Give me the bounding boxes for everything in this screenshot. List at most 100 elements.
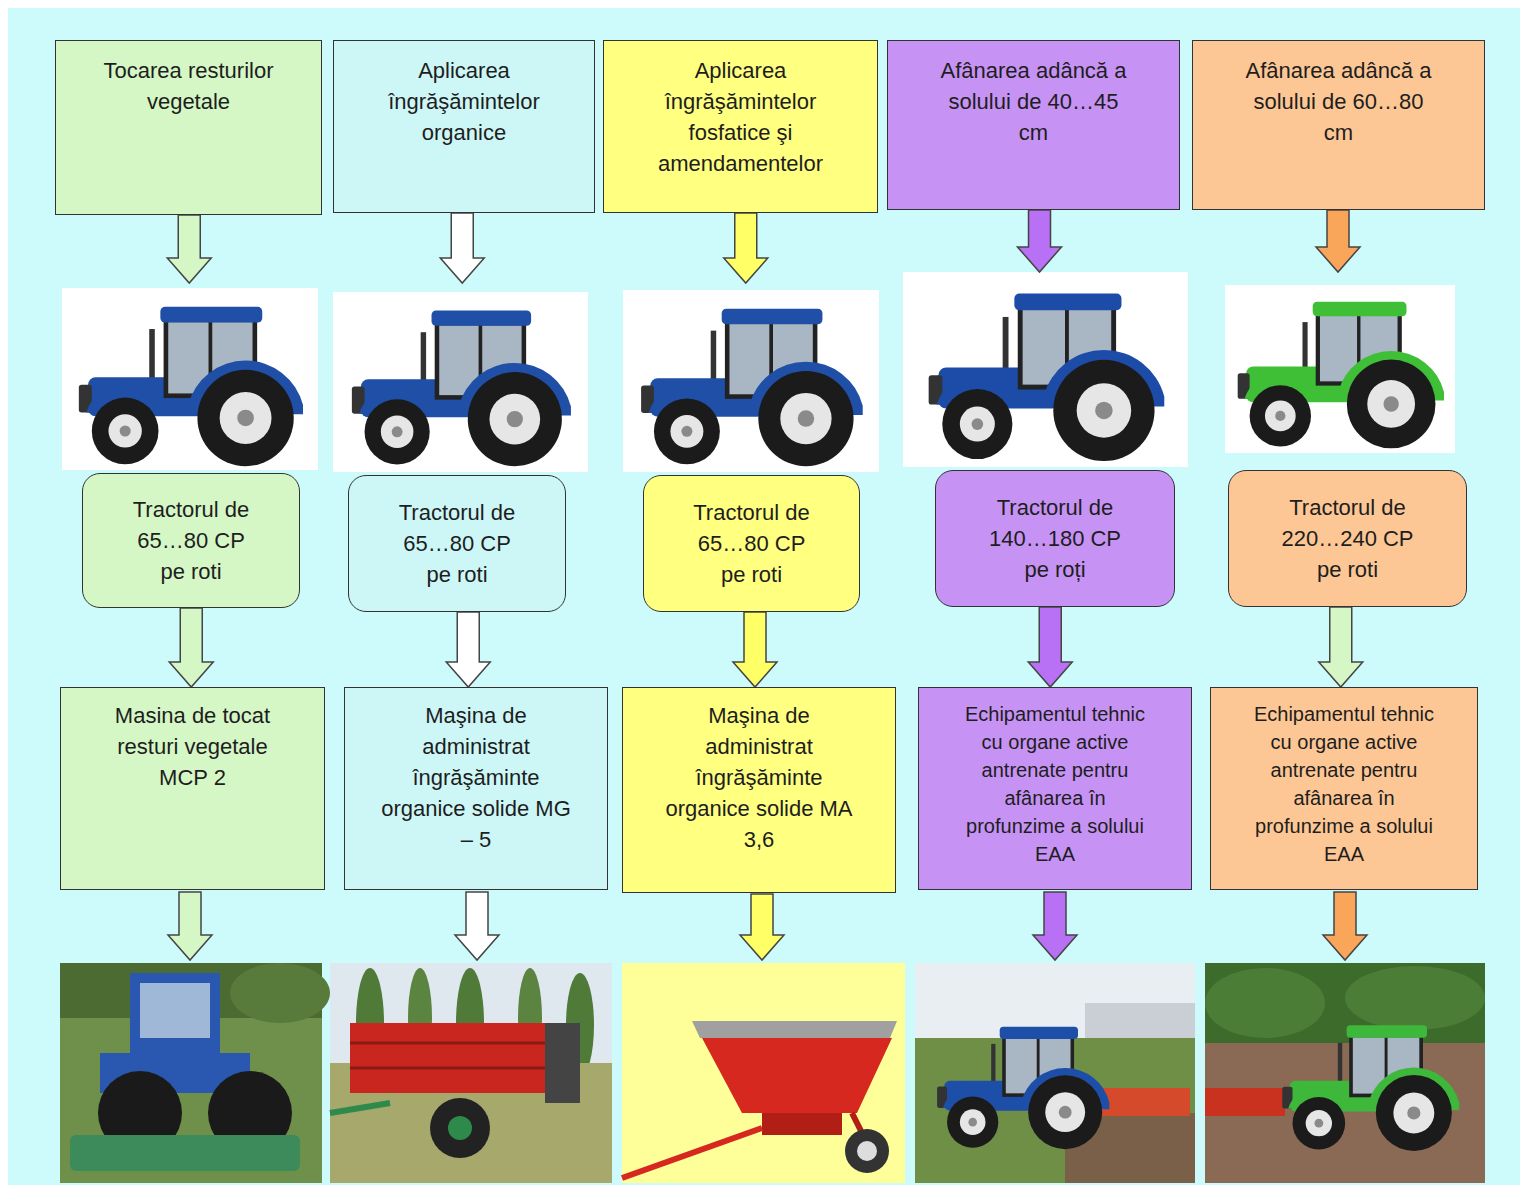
tractor-picture-part (333, 292, 588, 472)
operation-box: Aplicarea îngrăşămintelor organice (333, 40, 595, 213)
manure-spreader-photo-part (330, 963, 612, 1183)
machine-box: Echipamentul tehnic cu organe active ant… (918, 687, 1192, 890)
block-arrow (168, 892, 212, 960)
deep-loosening-photo-part (915, 963, 1195, 1183)
tractor-box: Tractorul de 140…180 CP pe roți (903, 272, 1188, 607)
block-arrow (1018, 210, 1062, 272)
tractor-picture-part (929, 294, 1165, 461)
manure-spreader-photo-part (448, 1116, 472, 1140)
block-arrow (455, 892, 499, 960)
operation-box: Aplicarea îngrăşămintelor fosfatice şi a… (603, 40, 878, 213)
machine-box: Echipamentul tehnic cu organe active ant… (1210, 687, 1478, 890)
deep-loosening-photo-part (1205, 963, 1485, 1043)
machine-box: Maşina de administrat îngrăşăminte organ… (344, 687, 608, 890)
mulcher-photo (60, 963, 330, 1183)
manure-spreader-photo-part (545, 1023, 580, 1103)
fertilizer-spreader-photo (622, 963, 905, 1183)
block-arrow (169, 608, 213, 687)
manure-spreader-photo-part (350, 1042, 550, 1045)
block-arrow (740, 894, 784, 960)
fertilizer-spreader-photo-part (702, 1038, 892, 1113)
tractor-picture (62, 288, 318, 470)
box-label: Tocarea resturilor vegetale (81, 55, 296, 117)
tractor-label-box: Tractorul de 220…240 CP pe roti (1228, 470, 1467, 607)
tractor-label-box: Tractorul de 65…80 CP pe roti (348, 475, 566, 612)
tractor-picture-part (623, 290, 879, 472)
tractor-label-box: Tractorul de 65…80 CP pe roti (643, 475, 860, 612)
deep-loosening-photo-part (1205, 963, 1485, 1183)
fertilizer-spreader-photo-part (857, 1141, 877, 1161)
box-label: Tractorul de 140…180 CP pe roți (987, 492, 1123, 585)
fertilizer-spreader-photo-part (622, 1128, 762, 1178)
box-label: Tractorul de 65…80 CP pe roti (389, 497, 525, 590)
box-label: Maşina de administrat îngrăşăminte organ… (381, 700, 571, 855)
block-arrow (724, 213, 768, 283)
tractor-picture-part (352, 310, 571, 466)
fertilizer-spreader-photo-part (622, 963, 905, 1183)
box-label: Maşina de administrat îngrăşăminte organ… (664, 700, 854, 855)
deep-loosening-photo-part (1085, 1003, 1195, 1038)
manure-spreader-photo-part (350, 1023, 550, 1093)
block-arrow (1028, 607, 1072, 687)
box-label: Aplicarea îngrăşămintelor fosfatice şi a… (631, 55, 851, 179)
box-label: Masina de tocat resturi vegetale MCP 2 (98, 700, 288, 793)
tractor-label-box: Tractorul de 140…180 CP pe roți (935, 470, 1175, 607)
deep-loosening-photo (915, 963, 1195, 1183)
deep-loosening-photo-part (1205, 1088, 1285, 1116)
manure-spreader-photo (330, 963, 612, 1183)
tractor-box: Tractorul de 220…240 CP pe roti (1205, 272, 1470, 607)
box-label: Tractorul de 65…80 CP pe roti (684, 497, 820, 590)
mulcher-photo-part (130, 973, 220, 1053)
tractor-label-box: Tractorul de 65…80 CP pe roti (82, 473, 300, 608)
mulcher-photo-part (140, 983, 210, 1038)
tractor-picture-part (79, 307, 303, 466)
fertilizer-spreader-photo-part (845, 1129, 889, 1173)
deep-loosening-photo-part (937, 1027, 1109, 1149)
box-label: Afânarea adâncă a solului de 40…45 cm (934, 55, 1134, 148)
tractor-box: Tractorul de 65…80 CP pe roti (623, 283, 879, 612)
tractor-picture-part (62, 288, 318, 470)
tractor-box: Tractorul de 65…80 CP pe roti (333, 283, 588, 612)
block-arrow (440, 213, 484, 283)
block-arrow (1316, 210, 1360, 272)
deep-loosening-photo-part (1205, 968, 1325, 1038)
manure-spreader-photo-part (430, 1098, 490, 1158)
block-arrow (446, 612, 490, 687)
box-label: Aplicarea îngrăşămintelor organice (357, 55, 572, 148)
block-arrow (1033, 892, 1077, 960)
tractor-picture-part (1225, 285, 1455, 453)
deep-loosening-photo-part (1345, 966, 1485, 1030)
block-arrow (1319, 607, 1363, 687)
background (8, 8, 1520, 1185)
manure-spreader-photo-part (330, 1103, 390, 1113)
box-label: Tractorul de 220…240 CP pe roti (1280, 492, 1416, 585)
fertilizer-spreader-photo-part (762, 1113, 842, 1135)
box-label: Tractorul de 65…80 CP pe roti (123, 494, 259, 587)
tractor-picture (333, 292, 588, 472)
operation-box: Afânarea adâncă a solului de 60…80 cm (1192, 40, 1485, 210)
machine-box: Maşina de administrat îngrăşăminte organ… (622, 687, 896, 893)
block-arrow (167, 215, 211, 283)
machine-box: Masina de tocat resturi vegetale MCP 2 (60, 687, 325, 890)
deep-loosening-photo (1205, 963, 1485, 1183)
tractor-picture (1225, 285, 1455, 453)
fertilizer-spreader-photo-part (692, 1021, 897, 1038)
tractor-picture (623, 290, 879, 472)
mulcher-photo-part (230, 963, 330, 1023)
tractor-box: Tractorul de 65…80 CP pe roti (62, 283, 318, 608)
operation-box: Tocarea resturilor vegetale (55, 40, 322, 215)
mulcher-photo-part (70, 1135, 300, 1171)
tractor-picture (903, 272, 1188, 467)
block-arrow (733, 612, 777, 687)
tractor-picture-part (1238, 302, 1444, 449)
box-label: Echipamentul tehnic cu organe active ant… (1249, 700, 1439, 868)
tractor-picture-part (903, 272, 1188, 467)
deep-loosening-photo-part (1282, 1025, 1459, 1151)
box-label: Afânarea adâncă a solului de 60…80 cm (1239, 55, 1439, 148)
manure-spreader-photo-part (350, 1067, 550, 1070)
operation-box: Afânarea adâncă a solului de 40…45 cm (887, 40, 1180, 210)
box-label: Echipamentul tehnic cu organe active ant… (960, 700, 1150, 868)
deep-loosening-photo-part (1100, 1088, 1190, 1116)
block-arrow (1323, 892, 1367, 960)
